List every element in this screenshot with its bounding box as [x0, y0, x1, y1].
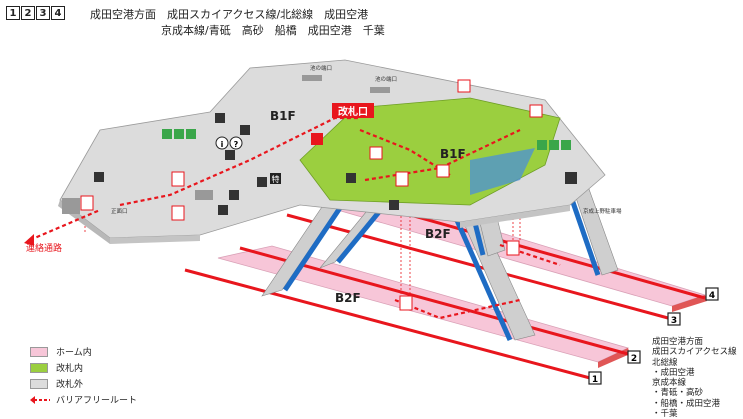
- track-markers: 1 2 3 4: [588, 287, 719, 385]
- header-line-2: 京成本線/青砥 高砂 船橋 成田空港 千葉: [161, 24, 385, 37]
- exit-label-ikenohata-2: 池の端口: [375, 75, 397, 83]
- track-1: 1: [592, 375, 598, 385]
- legend-platform: ホーム内: [30, 345, 92, 358]
- aed-icon: [311, 133, 323, 145]
- info-icon: [215, 136, 229, 150]
- legend-barrier-free: バリアフリールート: [30, 393, 137, 406]
- floor-label-b2f-upper: B2F: [425, 227, 451, 241]
- svg-text:特: 特: [272, 174, 280, 184]
- passage-label: 連絡通路: [26, 242, 62, 254]
- escalator-icon: [369, 79, 543, 178]
- line-badges: 1 2 3 4: [6, 6, 65, 20]
- svg-text:?: ?: [234, 140, 239, 149]
- track-2: 2: [631, 354, 637, 364]
- direction-line-2: 成田スカイアクセス線: [652, 347, 737, 358]
- exit-label-ikenohata-1: 池の端口: [310, 64, 332, 72]
- elevator-icon: [80, 171, 520, 311]
- main-exit-label: 正面口: [111, 208, 128, 215]
- passage-arrow-icon: [24, 234, 34, 246]
- parking-label: 京成上野駐車場: [583, 207, 622, 215]
- legend-barrier-free-label: バリアフリールート: [56, 396, 138, 406]
- line-badge-2: 2: [21, 6, 35, 20]
- stairs: [62, 75, 390, 214]
- limited-express-icon: [270, 173, 281, 184]
- toilet-icon-right: [537, 140, 571, 150]
- direction-line-3: 北総線: [652, 357, 678, 368]
- line-badge-4: 4: [51, 6, 65, 20]
- legend-inside: 改札内: [30, 361, 83, 374]
- gate-label: 改札口: [332, 103, 374, 118]
- legend-platform-swatch: [30, 346, 48, 357]
- svg-text:改札口: 改札口: [338, 105, 368, 118]
- floor-label-b1f-left: B1F: [270, 109, 296, 123]
- legend-outside: 改札外: [30, 377, 83, 390]
- direction-line-4: ・成田空港: [652, 367, 695, 378]
- legend-outside-swatch: [30, 378, 48, 389]
- legend-platform-label: ホーム内: [56, 348, 92, 358]
- direction-line-5: 京成本線: [652, 378, 687, 389]
- direction-line-8: ・千葉: [652, 409, 678, 419]
- header-line-1: 成田空港方面 成田スカイアクセス線/北総線 成田空港: [90, 8, 369, 21]
- direction-line-1: 成田空港方面: [652, 337, 704, 347]
- concourse-inside-gate: [299, 97, 561, 206]
- direction-line-6: ・青砥・高砂: [652, 388, 704, 399]
- dashed-arrow-icon: [30, 395, 50, 404]
- legend-inside-label: 改札内: [56, 364, 84, 374]
- floor-label-b1f-right: B1F: [440, 147, 466, 161]
- track-4: 4: [709, 291, 715, 301]
- help-icon: [229, 136, 243, 150]
- svg-text:i: i: [221, 140, 224, 149]
- direction-line-7: ・船橋・成田空港: [652, 398, 721, 409]
- track-3: 3: [671, 316, 677, 326]
- direction-info: 成田空港方面 成田スカイアクセス線 北総線 ・成田空港 京成本線 ・青砥・高砂 …: [652, 337, 737, 419]
- legend-outside-label: 改札外: [56, 380, 84, 390]
- line-badge-3: 3: [36, 6, 50, 20]
- toilet-icon: [162, 129, 196, 139]
- line-badge-1: 1: [6, 6, 20, 20]
- floor-label-b2f-lower: B2F: [335, 291, 361, 305]
- legend-inside-swatch: [30, 362, 48, 373]
- service-icons: [94, 113, 577, 215]
